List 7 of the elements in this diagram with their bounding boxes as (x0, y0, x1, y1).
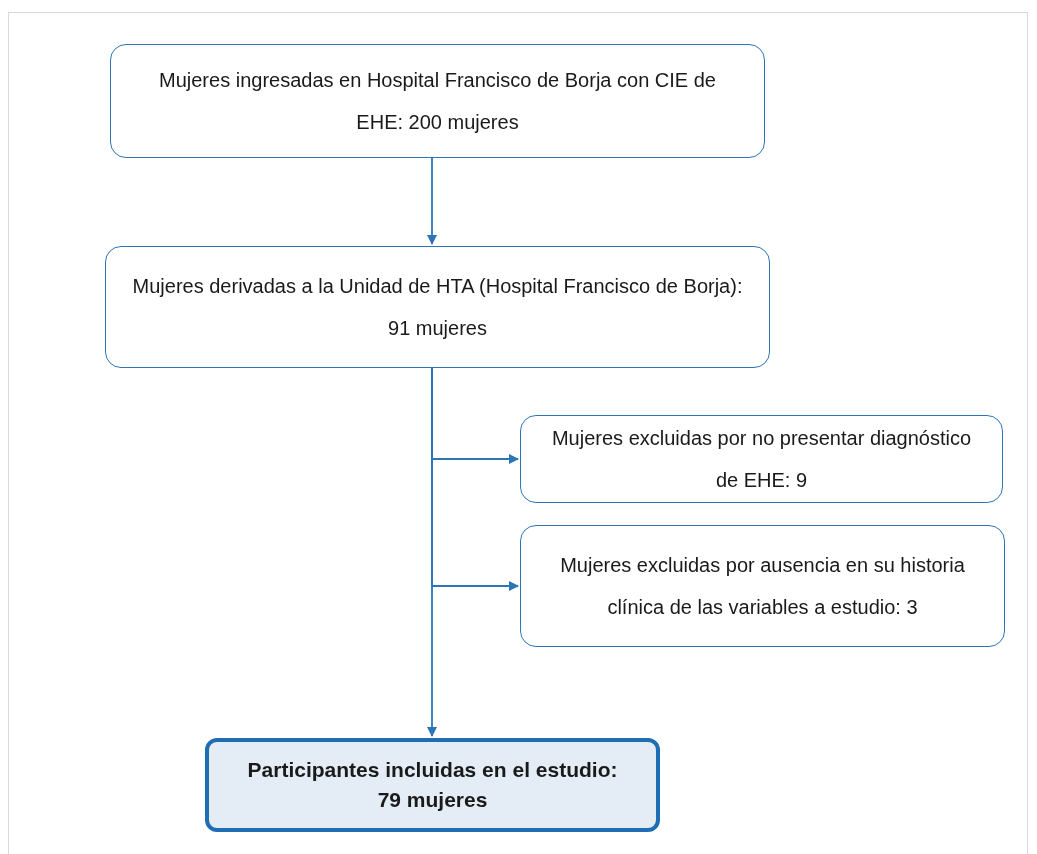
arrow (427, 367, 437, 737)
process-box: Mujeres excluidas por ausencia en su historia clínica de las variables a estudio: 3 (520, 525, 1005, 647)
process-box: Mujeres excluidas por no presentar diagnóstico de EHE: 9 (520, 415, 1003, 503)
process-box: Mujeres ingresadas en Hospital Francisco de Borja con CIE de EHE: 200 mujeres (110, 44, 765, 158)
result-box: Participantes incluidas en el estudio: 79 mujeres (205, 738, 660, 832)
process-box: Mujeres derivadas a la Unidad de HTA (Hospital Francisco de Borja): 91 mujeres (105, 246, 770, 368)
arrow (427, 157, 437, 245)
